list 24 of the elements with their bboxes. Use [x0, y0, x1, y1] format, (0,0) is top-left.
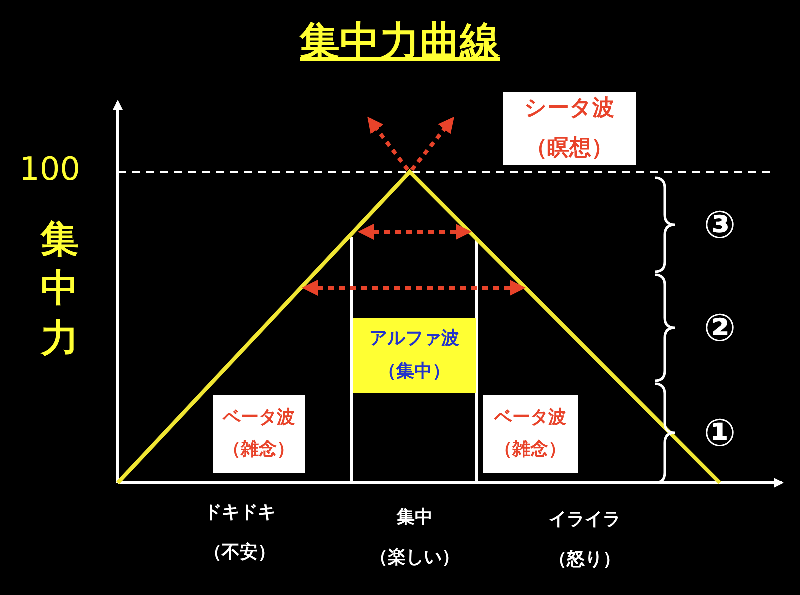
- box-text: ベータ波: [494, 406, 566, 430]
- box-text: ベータ波: [223, 406, 295, 430]
- wave-label-box: [483, 395, 578, 473]
- box-text: アルファ波: [370, 327, 460, 352]
- box-text: （雑念）: [494, 438, 566, 462]
- wave-label-box: [213, 395, 305, 473]
- box-text: （瞑想）: [526, 134, 614, 162]
- axis-value-label: 100: [18, 150, 82, 188]
- wave-label-box: [353, 318, 476, 393]
- x-axis-label: ドキドキ: [203, 501, 277, 524]
- box-text: （雑念）: [223, 438, 295, 462]
- x-axis-label: イライラ: [548, 508, 622, 531]
- box-text: シータ波: [524, 94, 614, 123]
- box-text: （集中）: [378, 360, 450, 384]
- callout-number: ①: [702, 411, 738, 455]
- diagram-title: 集中力曲線: [300, 19, 500, 65]
- x-axis-label: （楽しい）: [369, 546, 461, 569]
- y-axis-title: 集中力: [40, 216, 80, 362]
- wave-label-box: [503, 92, 636, 165]
- x-axis-label: 集中: [396, 506, 434, 529]
- callout-number: ③: [702, 203, 738, 247]
- x-axis-label: （怒り）: [548, 548, 622, 571]
- x-axis-label: （不安）: [203, 541, 277, 564]
- callout-number: ②: [702, 306, 738, 350]
